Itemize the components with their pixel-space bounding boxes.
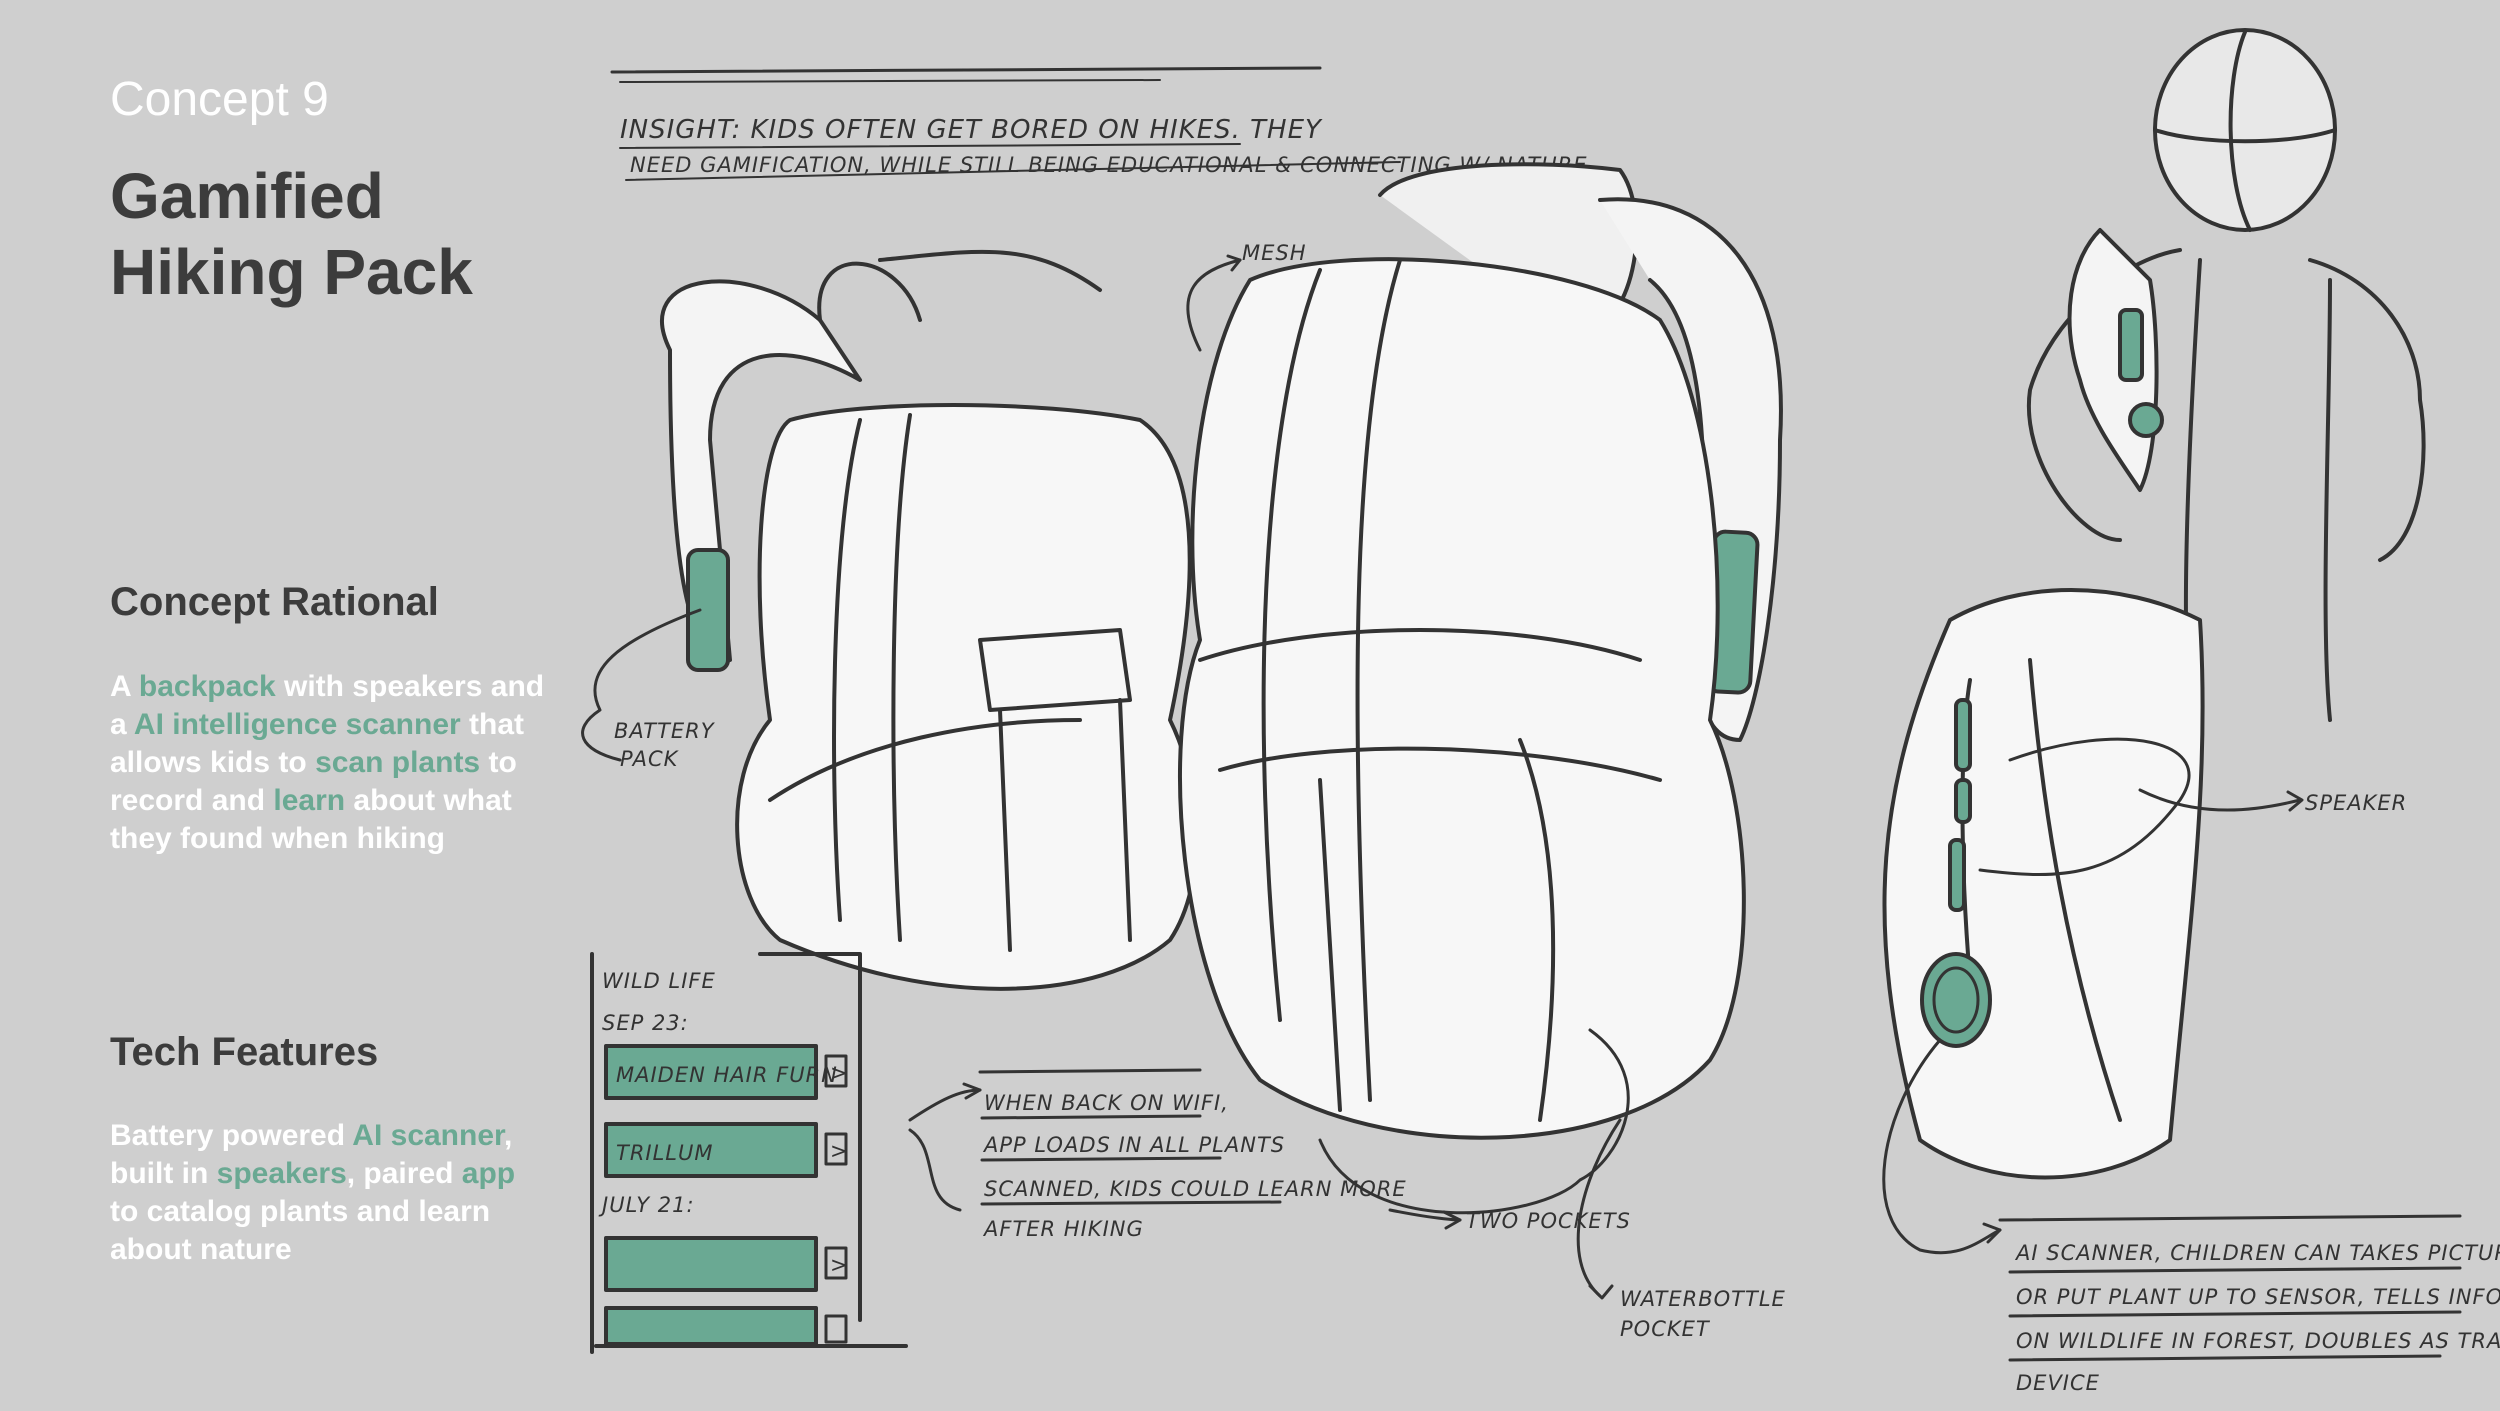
page-title: Gamified Hiking Pack (110, 158, 473, 310)
app-date-1: SEP 23: (602, 1011, 689, 1035)
tech-text: Battery powered AI scanner, built in spe… (110, 1117, 550, 1269)
app-item-4 (604, 1306, 818, 1346)
app-item-1 (604, 1044, 818, 1100)
highlight-text: AI scanner (352, 1119, 505, 1152)
app-arrow-2: > (830, 1139, 849, 1163)
app-item-2 (604, 1122, 818, 1178)
label-speaker: SPEAKER (2305, 791, 2407, 815)
annotations: MESH BATTERY PACK SPEAKER TWO POCKETS WA… (581, 241, 2500, 1395)
highlight-text: backpack (138, 670, 276, 703)
label-battery-1: BATTERY (614, 719, 716, 743)
app-date-2: JULY 21: (598, 1193, 695, 1217)
body-text: to catalog plants and learn about nature (110, 1195, 491, 1266)
highlight-text: speakers (216, 1157, 347, 1190)
label-scanner-1: AI SCANNER, CHILDREN CAN TAKES PICTURES (2014, 1241, 2500, 1265)
app-arrow-1: > (830, 1061, 849, 1085)
label-battery-2: PACK (620, 747, 680, 771)
title-line-1: Gamified (110, 160, 384, 232)
tech-heading: Tech Features (110, 1030, 379, 1074)
highlight-text: app (461, 1157, 516, 1190)
backpack-center-sketch (1178, 162, 1783, 1140)
app-item-1-label: MAIDEN HAIR FURN (616, 1063, 838, 1087)
body-text: , paired (346, 1157, 462, 1190)
label-waterbottle-1: WATERBOTTLE (1620, 1287, 1786, 1311)
app-title: WILD LIFE (602, 969, 716, 993)
sketch-svg: INSIGHT: KIDS OFTEN GET BORED ON HIKES. … (581, 28, 2500, 1395)
label-waterbottle-2: POCKET (1620, 1317, 1711, 1341)
insight-note: INSIGHT: KIDS OFTEN GET BORED ON HIKES. … (610, 66, 1586, 181)
app-sketch: WILD LIFE SEP 23: MAIDEN HAIR FURN > TRI… (590, 952, 908, 1354)
highlight-text: AI intelligence scanner (133, 708, 461, 741)
sketch-area: INSIGHT: KIDS OFTEN GET BORED ON HIKES. … (560, 20, 2500, 1406)
backpack-left-sketch (660, 249, 1199, 991)
label-scanner-4: DEVICE (2016, 1371, 2100, 1395)
body-text: to record and (110, 746, 517, 817)
label-wifi-1: WHEN BACK ON WIFI, (984, 1091, 1229, 1115)
label-wifi-3: SCANNED, KIDS COULD LEARN MORE (984, 1177, 1407, 1201)
label-mesh: MESH (1242, 241, 1307, 265)
highlight-text: scan plants (315, 746, 481, 779)
body-text: about what they found when hiking (110, 784, 512, 855)
title-line-2: Hiking Pack (110, 236, 473, 308)
app-arrow-3: > (830, 1253, 849, 1277)
label-scanner-2: OR PUT PLANT UP TO SENSOR, TELLS INFORMA… (2016, 1285, 2500, 1309)
rationale-heading: Concept Rational (110, 580, 439, 624)
app-item-3 (604, 1236, 818, 1292)
label-scanner-3: ON WILDLIFE IN FOREST, DOUBLES AS TRACKI… (2016, 1329, 2500, 1353)
insight-line-1: INSIGHT: KIDS OFTEN GET BORED ON HIKES. … (620, 115, 1323, 145)
body-text: with speakers and a (110, 670, 545, 741)
label-two-pockets: TWO POCKETS (1466, 1209, 1631, 1233)
backpack-side-sketch (1882, 588, 2205, 1180)
body-text: that allows kids to (110, 708, 525, 779)
highlight-text: learn (273, 784, 346, 817)
battery-pack-shape (686, 548, 730, 672)
app-item-2-label: TRILLUM (616, 1141, 714, 1165)
person-sketch (2026, 28, 2426, 722)
body-text: , built in (110, 1119, 513, 1190)
body-text: A (110, 670, 139, 703)
body-text: Battery powered (110, 1119, 353, 1152)
label-wifi-2: APP LOADS IN ALL PLANTS (982, 1133, 1285, 1157)
rationale-text: A backpack with speakers and a AI intell… (110, 668, 550, 858)
concept-number: Concept 9 (110, 73, 329, 126)
label-wifi-4: AFTER HIKING (982, 1217, 1144, 1241)
